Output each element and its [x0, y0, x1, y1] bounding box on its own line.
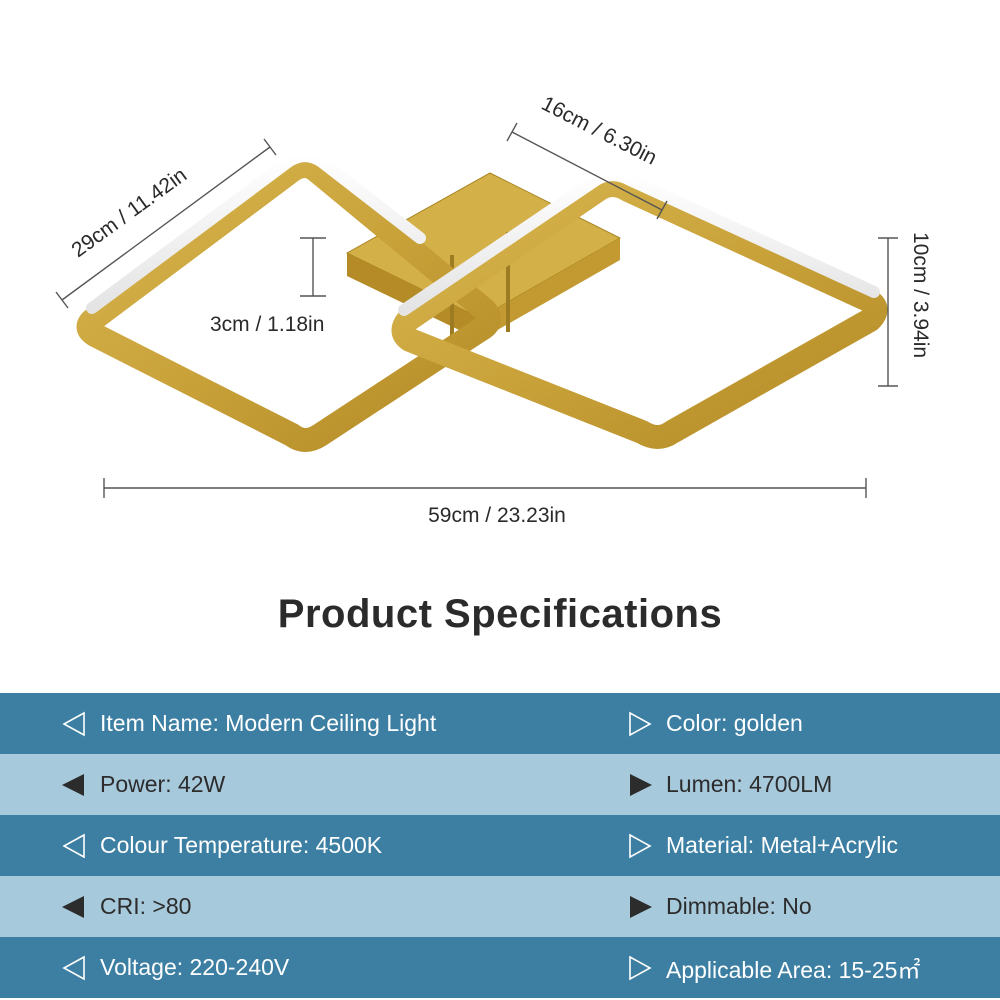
spec-item: Colour Temperature: 4500K	[58, 815, 578, 876]
dimension-total-width-label: 59cm / 23.23in	[428, 504, 566, 527]
spec-label: Voltage: 220-240V	[100, 954, 290, 980]
dimension-height: 10cm / 3.94in	[878, 232, 932, 387]
product-diagram: 29cm / 11.42in 16cm / 6.30in 3cm / 1.18i…	[55, 92, 932, 527]
triangle-outline-left-icon	[58, 831, 92, 861]
spec-item: Lumen: 4700LM	[624, 754, 1000, 815]
spec-label: Lumen: 4700LM	[666, 771, 833, 797]
spec-row: Item Name: Modern Ceiling Light Color: g…	[0, 693, 1000, 754]
spec-item: Voltage: 220-240V	[58, 937, 578, 998]
dimension-thickness-label: 3cm / 1.18in	[210, 313, 324, 336]
spec-row: Power: 42W Lumen: 4700LM	[0, 754, 1000, 815]
spec-item: Material: Metal+Acrylic	[624, 815, 1000, 876]
spec-item: CRI: >80	[58, 876, 578, 937]
page-title: Product Specifications	[277, 592, 723, 636]
right-ring	[391, 169, 888, 449]
dimension-thickness: 3cm / 1.18in	[210, 237, 326, 336]
triangle-filled-right-icon	[624, 892, 658, 922]
spec-item: Item Name: Modern Ceiling Light	[58, 693, 578, 754]
spec-label: Applicable Area: 15-25㎡	[666, 956, 921, 983]
spec-label: CRI: >80	[100, 893, 192, 919]
triangle-outline-right-icon	[624, 831, 658, 861]
spec-item: Dimmable: No	[624, 876, 1000, 937]
spec-label: Colour Temperature: 4500K	[100, 832, 383, 858]
spec-label: Power: 42W	[100, 771, 226, 797]
triangle-filled-left-icon	[58, 770, 92, 800]
spec-row: Colour Temperature: 4500K Material: Meta…	[0, 815, 1000, 876]
spec-label: Color: golden	[666, 710, 803, 736]
spec-label: Dimmable: No	[666, 893, 812, 919]
spec-label: Material: Metal+Acrylic	[666, 832, 898, 858]
triangle-outline-left-icon	[58, 709, 92, 739]
spec-item: Color: golden	[624, 693, 1000, 754]
triangle-outline-right-icon	[624, 709, 658, 739]
dimension-length: 29cm / 11.42in	[55, 138, 277, 309]
spec-item: Power: 42W	[58, 754, 578, 815]
spec-table: Item Name: Modern Ceiling Light Color: g…	[0, 693, 1000, 998]
left-ring	[76, 150, 501, 452]
dimension-height-label: 10cm / 3.94in	[909, 232, 932, 358]
spec-label: Item Name: Modern Ceiling Light	[100, 710, 437, 736]
dimension-total-width: 59cm / 23.23in	[103, 478, 867, 527]
triangle-filled-right-icon	[624, 770, 658, 800]
dimension-width-label: 16cm / 6.30in	[538, 92, 661, 170]
triangle-outline-left-icon	[58, 953, 92, 983]
spec-row: Voltage: 220-240V Applicable Area: 15-25…	[0, 937, 1000, 998]
spec-item: Applicable Area: 15-25㎡	[624, 937, 1000, 998]
triangle-outline-right-icon	[624, 953, 658, 983]
triangle-filled-left-icon	[58, 892, 92, 922]
spec-row: CRI: >80 Dimmable: No	[0, 876, 1000, 937]
